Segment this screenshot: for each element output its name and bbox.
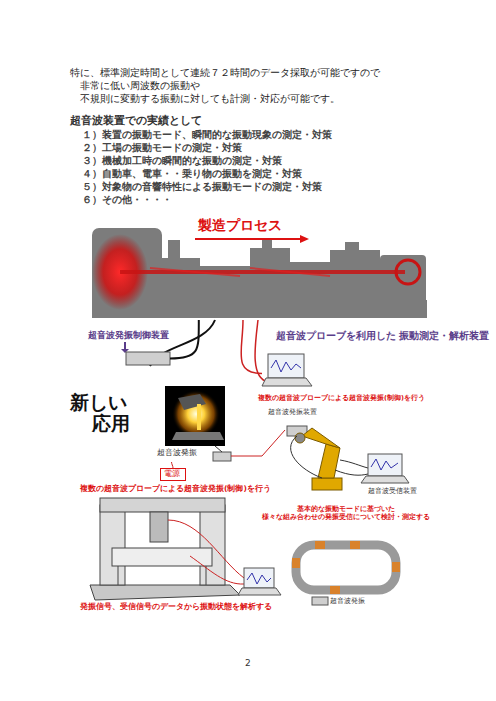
receiver-box: 超音波受信装置 [362,452,424,498]
photo-background [165,386,225,446]
text-label: 不規則に変動する振動に対しても計測・対応が可能です。 [80,92,340,105]
wire-connector [170,320,199,359]
machine-tool [90,498,240,600]
laptop-keyboard [361,476,409,483]
laptop [361,454,409,483]
node-text: 超音波発振制御装置 [88,330,169,342]
waveform [371,459,398,470]
power-box: 電源 [160,468,186,481]
spindle [150,512,168,542]
probe-wire [255,320,268,382]
probe-wire [215,446,222,452]
workpiece [292,558,300,568]
process-area: 製造プロセス [90,215,430,320]
node-text: 超音波プローブを利用した 振動測定・解析装置 [276,330,422,342]
robot-upper-arm [302,428,340,448]
machine-table [112,548,212,566]
pointer-arrow [124,342,126,350]
control-device [126,352,170,365]
conveyor-line [292,541,400,594]
process-arrow-head [300,235,309,243]
text-label: 非常に低い周波数の振動や [80,79,200,92]
list-item: ３）機械加工時の瞬間的な振動の測定・対策 [82,154,282,167]
probe-wire [168,520,244,584]
section-heading: 超音波装置での実績として [70,114,202,128]
node-text: 超音波発振 [157,448,197,458]
process-flow-line [120,270,405,274]
probe-wire [291,436,368,478]
wire-connector [241,320,262,374]
machine-tower [345,242,359,252]
laptop-keyboard [238,588,281,595]
molten-metal-glow [172,390,220,438]
waveform [247,573,271,584]
oscillator-box: 超音波発振装置 [268,408,330,424]
machine-base [90,585,240,600]
section-title: 新しい [70,390,127,415]
workpiece [315,541,325,549]
conveyor-belt [296,545,396,590]
laptop [262,354,312,386]
robot-tool [295,433,305,443]
laptop-screen [368,454,402,476]
factory-base [92,300,427,318]
oscillator-device [312,597,328,605]
red-note: 複数の超音波プローブによる超音波発振(制御)を行う [258,394,425,402]
machine-tower [168,240,180,260]
machine-column [100,505,125,585]
probe-wire [231,430,285,456]
list-item: ４）自動車、電車・・乗り物の振動を測定・対策 [82,167,302,180]
machine-column [200,505,225,585]
text-label: 特に、標準測定時間として連続７２時間のデータ採取が可能ですので [70,66,380,79]
red-note: 発振信号、受信信号のデータから振動状態を解析する [80,602,272,612]
section-title: 応用 [92,411,130,436]
analysis-device-box: 超音波プローブを利用した 振動測定・解析装置 [262,330,422,388]
laptop [238,568,281,595]
mold [172,432,224,440]
cross-beam [100,498,225,512]
list-item: １）装置の振動モード、瞬間的な振動現象の測定・対策 [82,128,332,141]
molten-stream [197,404,201,430]
workpiece [392,562,400,572]
wire-connector [172,462,174,468]
red-note: 複数の超音波プローブによる超音波発振(制御)を行う [80,484,271,494]
oscillator-device [213,452,231,461]
control-device-box: 超音波発振制御装置 [88,330,170,368]
node-text: 超音波発振装置 [268,408,317,417]
device-label: 超音波発振 [330,597,365,606]
process-arrow [195,238,300,240]
process-flow-line [150,268,330,276]
oscillator-box: 超音波発振 [155,448,210,462]
pouring-photo [165,386,225,446]
workpiece [330,586,340,594]
table-leg [118,566,206,585]
robot-lower-arm [318,444,340,478]
list-item: ５）対象物の音響特性による振動モードの測定・対策 [82,180,322,193]
ladle [178,394,206,410]
waveform [271,360,301,372]
node-text: 電源 [164,469,180,479]
workpiece [350,541,360,549]
robot-arm [295,428,342,490]
node-text: 超音波受信装置 [368,487,417,496]
factory-silhouette [92,228,427,318]
robot-base [312,478,342,490]
page-number: 2 [245,658,251,670]
red-note: 基本的な振動モードに基づいた 様々な組み合わせの発振受信について検討・測定する [256,505,436,522]
laptop-screen [244,568,274,588]
process-loop [396,260,420,284]
laptop-keyboard [262,378,312,386]
node-text: 製造プロセス [198,216,282,234]
list-item: ６）その他・・・・ [82,193,172,206]
list-item: ２）工場の振動モードの測定・対策 [82,141,242,154]
laptop-screen [268,354,304,378]
